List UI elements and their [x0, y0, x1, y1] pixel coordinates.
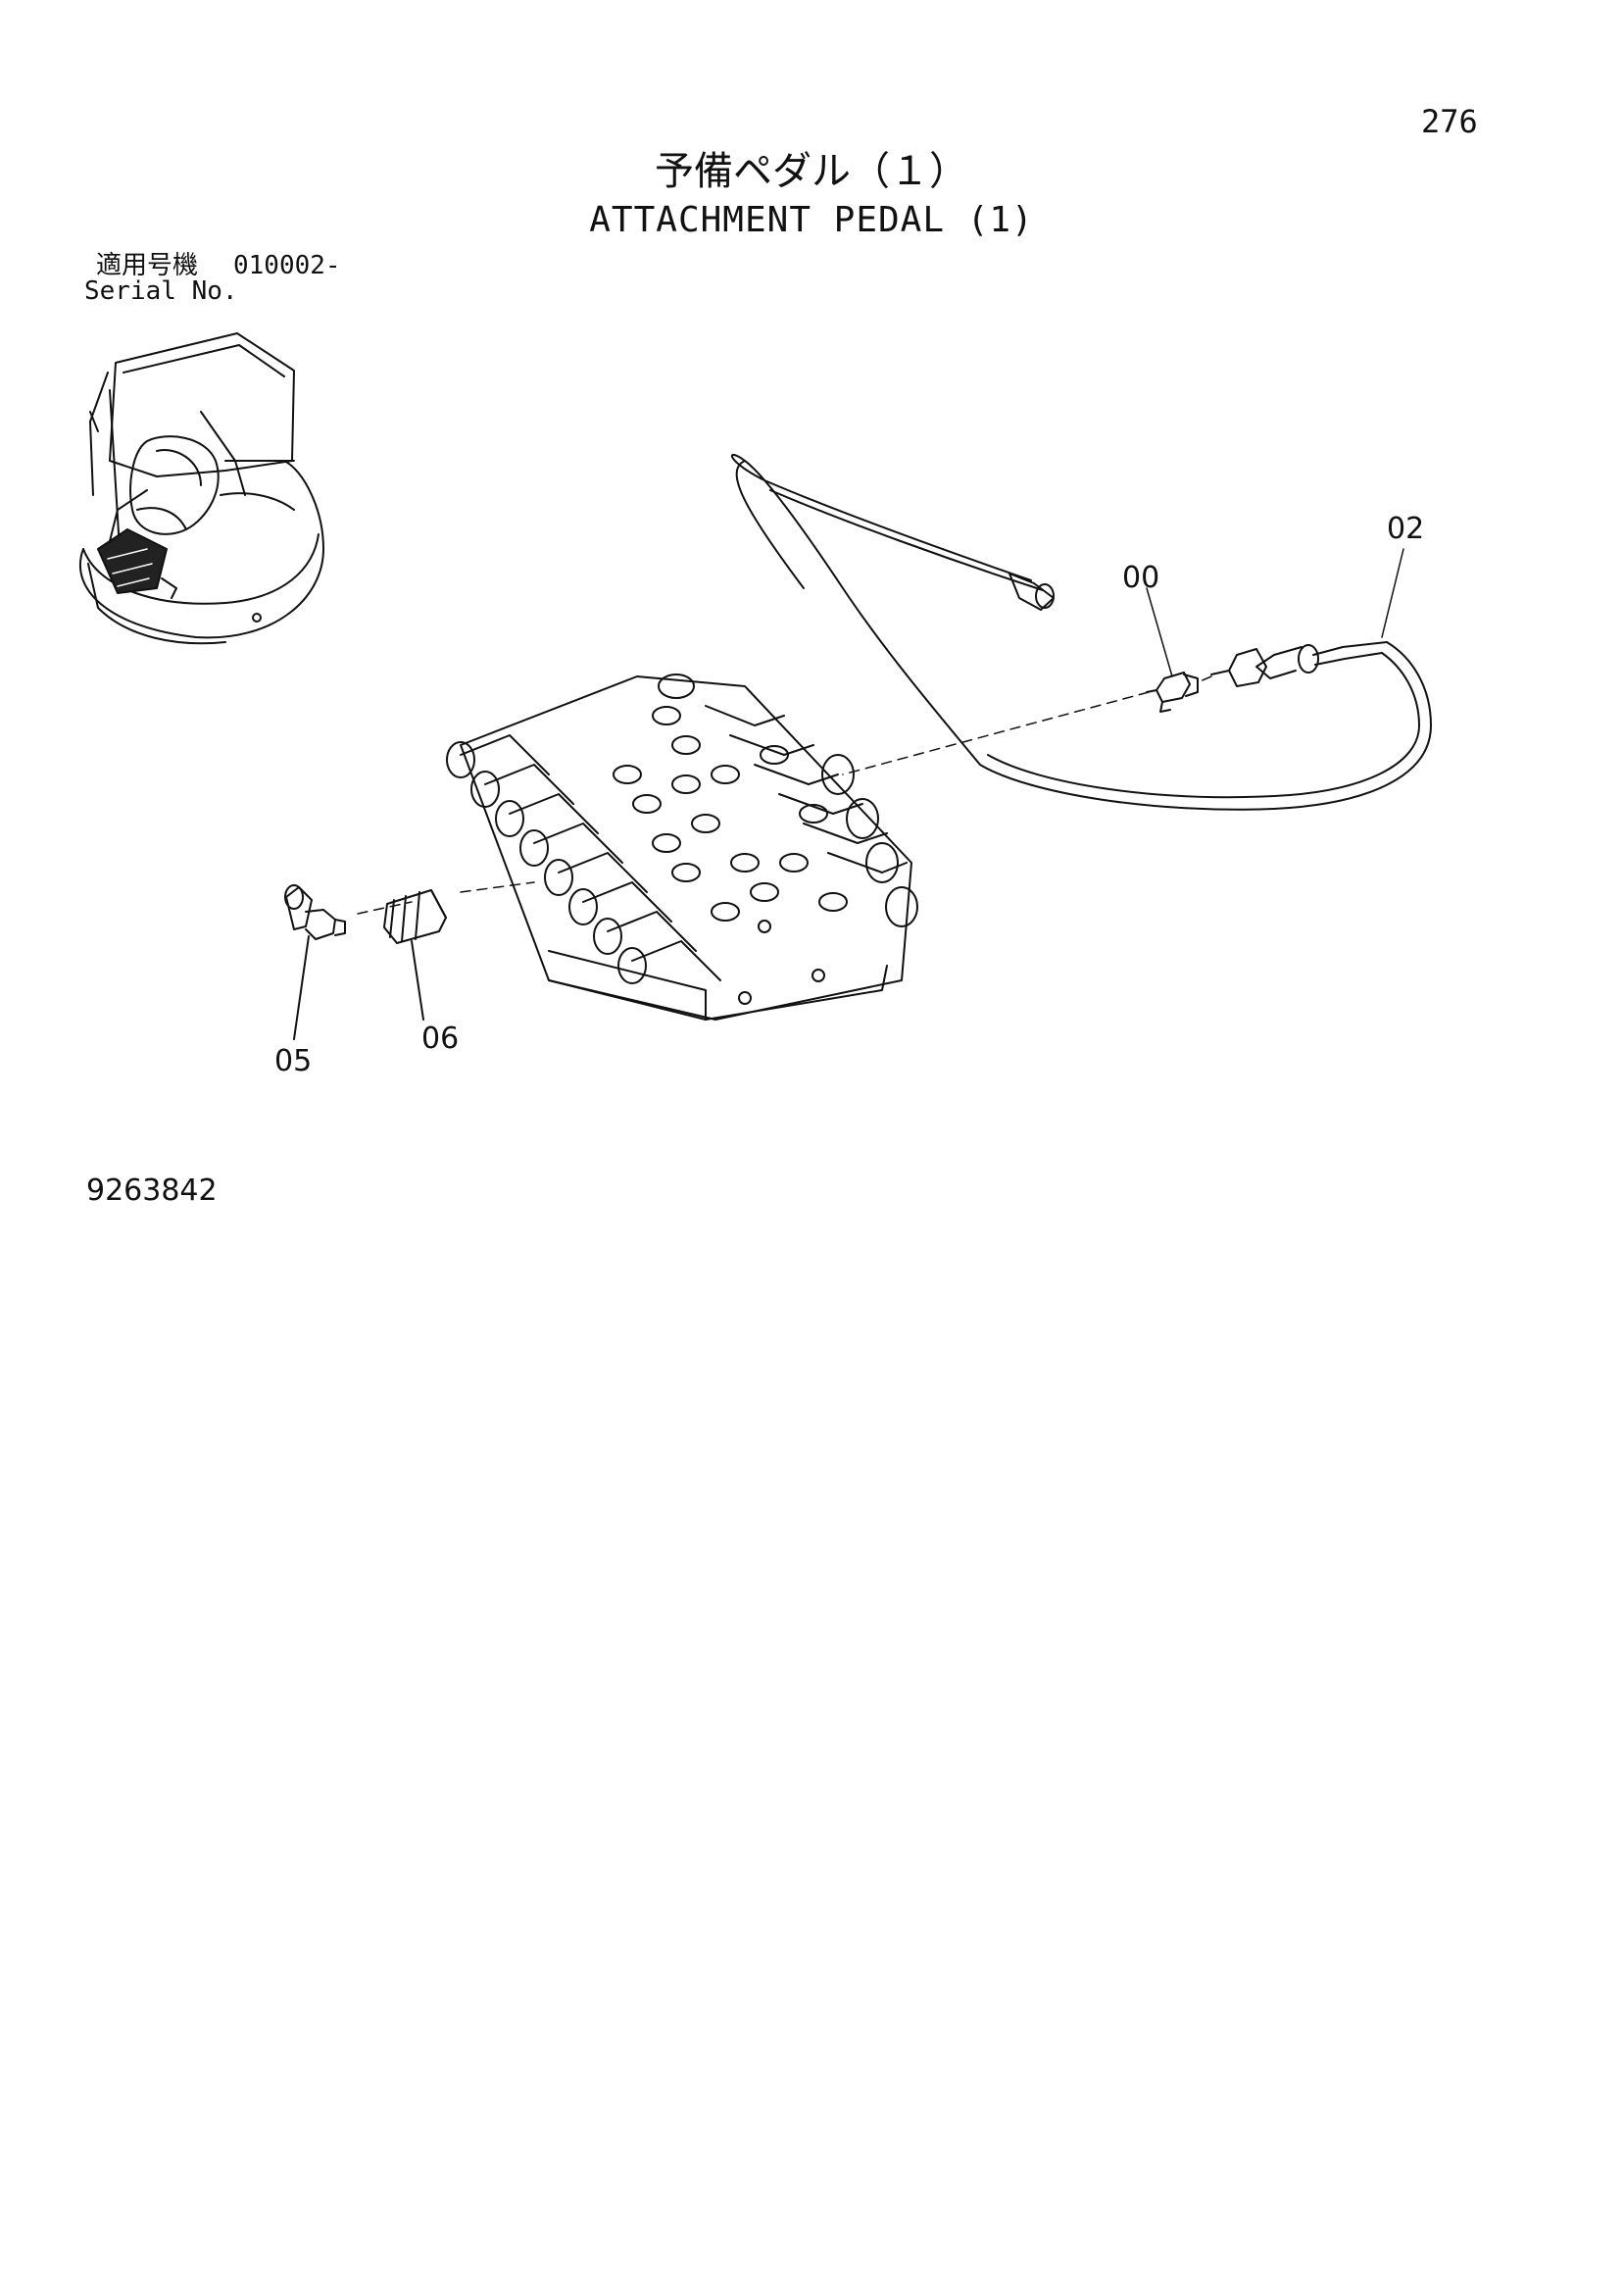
- serial-range: 010002-: [233, 251, 341, 280]
- leader-lines: [1146, 548, 1404, 677]
- title-english: ATTACHMENT PEDAL (1): [589, 200, 1034, 240]
- callout-00: 00: [1122, 561, 1160, 595]
- hose-02: [730, 453, 1432, 811]
- callout-02: 02: [1387, 512, 1425, 546]
- fitting-02-end: [1210, 644, 1319, 687]
- control-valve-assembly: [446, 674, 918, 1021]
- callout-05: 05: [274, 1044, 313, 1078]
- serial-label-japanese: 適用号機: [96, 251, 199, 280]
- page-number: 276: [1421, 103, 1478, 140]
- alignment-lines: [357, 675, 1212, 915]
- elbow-fitting-05: [284, 884, 346, 1040]
- serial-label-english: Serial No.: [84, 276, 238, 306]
- callout-06: 06: [421, 1022, 460, 1056]
- fitting-00: [1146, 672, 1199, 713]
- adapter-06: [383, 889, 447, 1021]
- drawing-number: 9263842: [86, 1173, 218, 1208]
- machine-location-thumbnail: [78, 332, 324, 645]
- title-japanese: 予備ペダル（１）: [655, 149, 968, 194]
